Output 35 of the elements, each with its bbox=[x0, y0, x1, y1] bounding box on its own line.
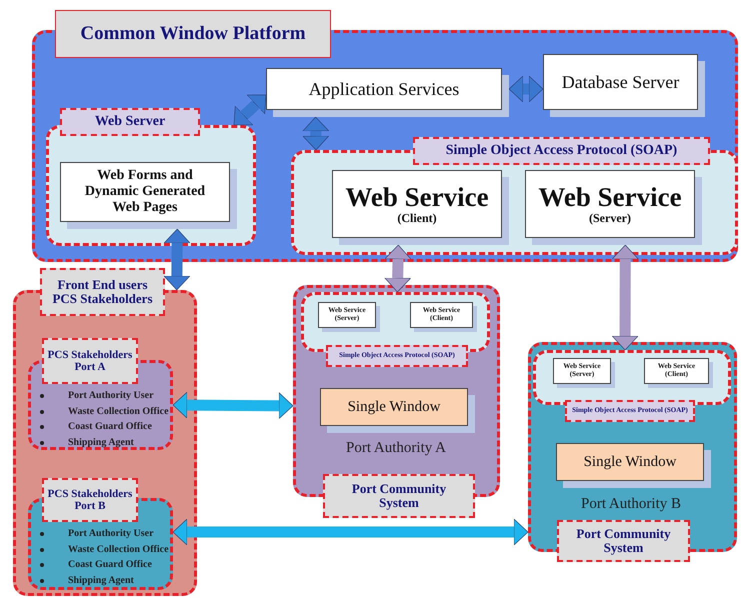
double-arrow bbox=[172, 392, 294, 420]
box-label: Single Window bbox=[582, 454, 678, 470]
double-arrow bbox=[164, 228, 190, 290]
section-title: Port Community System bbox=[323, 474, 475, 518]
double-arrow bbox=[508, 76, 544, 102]
double-arrow bbox=[234, 94, 266, 126]
section-title: Port Community System bbox=[557, 520, 690, 562]
section-title: Front End users PCS Stakeholders bbox=[40, 268, 165, 316]
section-title: PCS Stakeholders Port B bbox=[42, 478, 138, 522]
double-arrow bbox=[302, 116, 330, 150]
list-item: Port Authority User bbox=[68, 389, 154, 403]
box-label: Database Server bbox=[560, 72, 680, 92]
box-label: Web Forms and Dynamic Generated Web Pages bbox=[84, 168, 206, 216]
double-arrow bbox=[172, 518, 528, 546]
list-item: Shipping Agent bbox=[68, 574, 134, 588]
list-item: Shipping Agent bbox=[68, 436, 134, 450]
double-arrow bbox=[384, 244, 412, 292]
box-label: Web Service bbox=[537, 182, 683, 212]
double-arrow bbox=[612, 244, 639, 350]
section-title: PCS Stakeholders Port A bbox=[42, 338, 138, 384]
list-item: Waste Collection Office bbox=[68, 542, 169, 556]
box-label: (Client) bbox=[396, 212, 438, 226]
list-item: Port Authority User bbox=[68, 527, 154, 541]
list-item: Coast Guard Office bbox=[68, 558, 152, 572]
box-label: Application Services bbox=[308, 78, 460, 100]
box-label: (Server) bbox=[588, 212, 632, 226]
list-item: Waste Collection Office bbox=[68, 404, 169, 418]
box-label: Single Window bbox=[346, 398, 442, 416]
box-label: Web Service bbox=[344, 182, 490, 212]
section-title: Simple Object Access Protocol (SOAP) bbox=[413, 137, 710, 165]
section-title: Web Server bbox=[60, 108, 200, 136]
section-title: Common Window Platform bbox=[55, 10, 331, 58]
panel-label: Port Authority A bbox=[344, 438, 447, 458]
list-item: Coast Guard Office bbox=[68, 420, 152, 434]
panel-label: Port Authority B bbox=[580, 494, 682, 514]
